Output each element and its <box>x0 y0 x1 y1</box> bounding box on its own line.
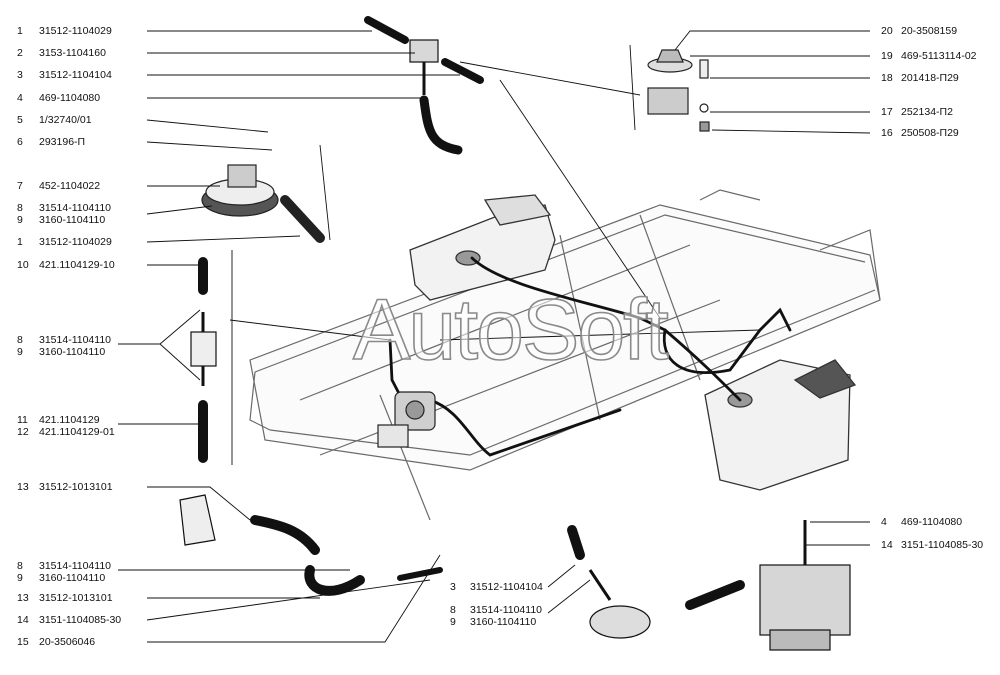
part-number: 31512-1013101 <box>39 592 113 604</box>
callout-number: 1 <box>17 236 23 248</box>
part-number: 421.1104129-10 <box>39 259 115 271</box>
part-number: 201418-П29 <box>901 72 959 84</box>
callout-number: 9 <box>17 572 23 584</box>
bottom-right-filter-assembly <box>685 520 851 651</box>
callout-number: 3 <box>450 581 456 593</box>
callout-number: 11 <box>17 414 28 426</box>
callout-number: 1 <box>17 25 23 37</box>
part-number: 421.1104129-01 <box>39 426 115 438</box>
part-number: 31512-1104029 <box>39 236 112 248</box>
tee-connector-assembly <box>364 16 484 155</box>
part-number: 469-1104080 <box>901 516 963 528</box>
part-number: 31514-1104110 <box>39 334 112 346</box>
part-number: 421.1104129 <box>39 414 100 426</box>
part-number: 252134-П2 <box>901 106 953 118</box>
callout-number: 2 <box>17 47 23 59</box>
part-number: 20-3508159 <box>901 25 958 37</box>
leader-lines <box>118 30 871 643</box>
callout-number: 10 <box>17 259 29 271</box>
callout-number: 9 <box>450 616 456 628</box>
callout-number: 14 <box>881 539 893 551</box>
callout-number: 16 <box>881 127 893 139</box>
part-number: 469-5113114-02 <box>901 50 977 62</box>
fuel-tank-rear <box>704 359 857 491</box>
tank-sender-unit <box>201 164 325 243</box>
part-number: 3153-1104160 <box>39 47 106 59</box>
valve-assembly <box>647 49 710 132</box>
part-number: 293196-П <box>39 136 86 148</box>
part-number: 20-3506046 <box>39 636 96 648</box>
callout-number: 8 <box>17 202 23 214</box>
part-number: 469-1104080 <box>39 92 101 104</box>
part-number: 31512-1104104 <box>470 581 543 593</box>
part-number: 3160-1104110 <box>39 572 106 584</box>
fuel-lines <box>388 256 792 457</box>
part-number: 3160-1104110 <box>470 616 537 628</box>
part-number: 31514-1104110 <box>39 560 112 572</box>
callout-number: 3 <box>17 69 23 81</box>
watermark: AutoSoft <box>352 282 669 378</box>
callout-number: 8 <box>450 604 456 616</box>
part-number: 3160-1104110 <box>39 346 106 358</box>
callout-number: 18 <box>881 72 893 84</box>
callout-number: 6 <box>17 136 23 148</box>
callout-number: 20 <box>881 25 893 37</box>
fuel-pump <box>377 391 436 448</box>
callout-number: 17 <box>881 106 893 118</box>
callout-number: 9 <box>17 346 23 358</box>
callout-number: 14 <box>17 614 29 626</box>
callout-number: 13 <box>17 592 29 604</box>
callout-number: 8 <box>17 560 23 572</box>
part-number: 31514-1104110 <box>39 202 112 214</box>
callout-number: 5 <box>17 114 23 126</box>
callout-number: 13 <box>17 481 29 493</box>
part-number: 3160-1104110 <box>39 214 106 226</box>
callout-number: 12 <box>17 426 29 438</box>
callout-number: 8 <box>17 334 23 346</box>
part-number: 31512-1013101 <box>39 481 113 493</box>
callout-number: 4 <box>881 516 887 528</box>
bottom-center-sender <box>567 525 651 639</box>
part-number: 452-1104022 <box>39 180 101 192</box>
inline-filter <box>190 257 217 463</box>
callout-number: 4 <box>17 92 23 104</box>
part-number: 250508-П29 <box>901 127 959 139</box>
callout-number: 19 <box>881 50 893 62</box>
part-number: 31512-1104029 <box>39 25 112 37</box>
callout-number: 15 <box>17 636 29 648</box>
part-number: 31514-1104110 <box>470 604 543 616</box>
fuel-tank-front <box>409 194 556 301</box>
callout-number: 9 <box>17 214 23 226</box>
part-number: 3151-1104085-30 <box>39 614 122 626</box>
bottom-left-hoses <box>179 494 443 596</box>
part-number: 31512-1104104 <box>39 69 112 81</box>
part-number: 3151-1104085-30 <box>901 539 984 551</box>
callout-number: 7 <box>17 180 23 192</box>
part-number: 1/32740/01 <box>39 114 92 126</box>
